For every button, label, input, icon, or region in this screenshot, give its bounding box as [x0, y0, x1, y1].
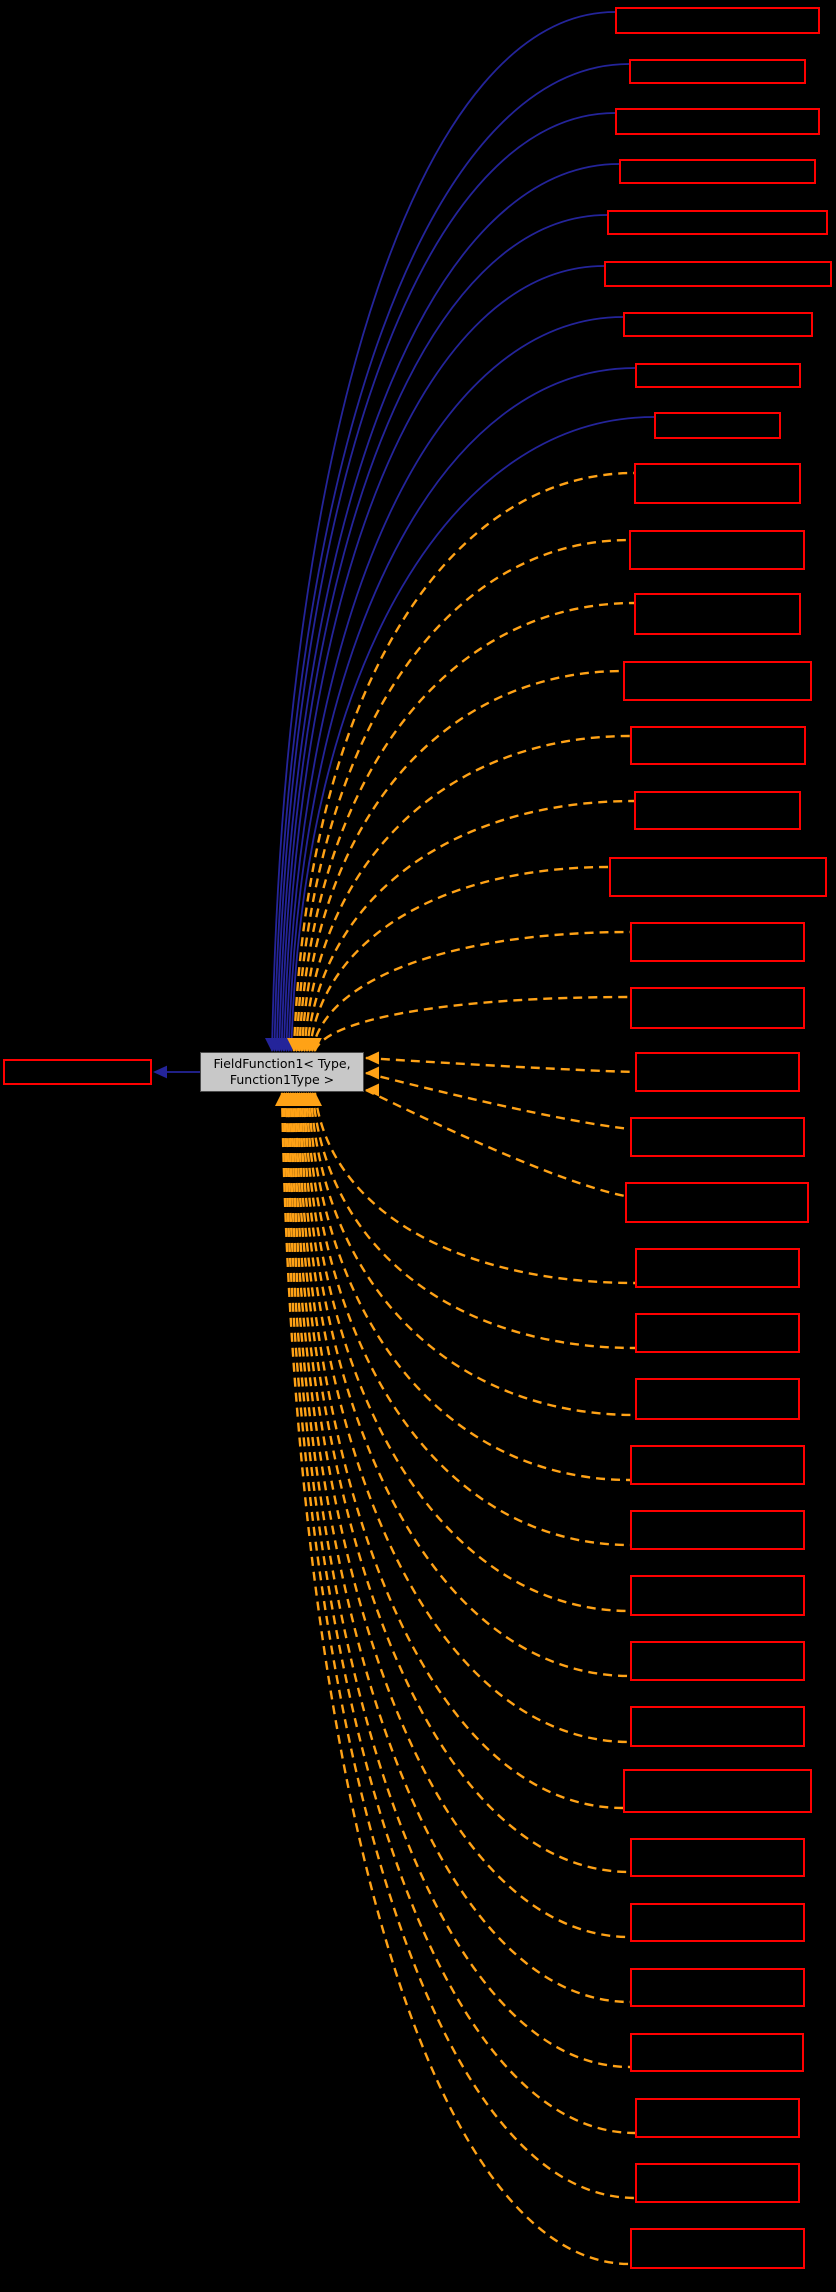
- usage-edge-27: [283, 1092, 636, 2200]
- related-class-node-11[interactable]: [629, 530, 805, 570]
- inheritance-edge-8: [287, 367, 636, 1052]
- usage-edge-26: [285, 1092, 636, 2135]
- related-class-node-7[interactable]: [623, 312, 813, 337]
- inheritance-edge-2: [273, 63, 630, 1052]
- related-class-node-22[interactable]: [635, 1248, 800, 1288]
- related-class-node-18[interactable]: [630, 987, 805, 1029]
- usage-edge-9: [313, 995, 631, 1052]
- related-class-node-21[interactable]: [625, 1182, 809, 1223]
- related-class-node-24[interactable]: [635, 1378, 800, 1420]
- related-class-node-1[interactable]: [615, 7, 820, 34]
- usage-edge-14: [311, 1092, 636, 1350]
- usage-edge-22: [294, 1092, 631, 1874]
- usage-edge-4: [300, 669, 624, 1052]
- related-class-node-14[interactable]: [630, 726, 806, 765]
- usage-edge-17: [305, 1092, 631, 1547]
- related-class-node-25[interactable]: [630, 1445, 805, 1485]
- related-class-node-5[interactable]: [607, 210, 828, 235]
- inheritance-edge-1: [271, 11, 616, 1052]
- related-class-node-13[interactable]: [623, 661, 812, 701]
- related-class-node-4[interactable]: [619, 159, 816, 184]
- related-class-node-17[interactable]: [630, 922, 805, 962]
- related-class-node-19[interactable]: [635, 1052, 800, 1092]
- usage-edge-15: [309, 1092, 636, 1417]
- arrowhead-usage-edge-11: [365, 1066, 379, 1080]
- related-class-node-6[interactable]: [604, 261, 832, 287]
- arrowhead-usage-edge-28: [275, 1092, 289, 1106]
- related-class-node-29[interactable]: [630, 1706, 805, 1747]
- related-class-node-37[interactable]: [630, 2228, 805, 2269]
- usage-edge-21: [296, 1092, 624, 1810]
- arrowhead-usage-edge-9: [307, 1038, 322, 1052]
- usage-edge-7: [308, 865, 610, 1052]
- usage-edge-23: [291, 1092, 631, 1939]
- inheritance-edge-7: [285, 316, 624, 1052]
- related-class-node-8[interactable]: [635, 363, 801, 388]
- usage-edge-1: [292, 471, 635, 1052]
- related-class-node-9[interactable]: [654, 412, 781, 439]
- usage-edge-2: [295, 538, 630, 1052]
- related-class-node-26[interactable]: [630, 1510, 805, 1550]
- base-class-node[interactable]: [3, 1059, 152, 1085]
- inheritance-edge-5: [280, 214, 608, 1052]
- inheritance-edge-3: [275, 112, 616, 1052]
- related-class-node-16[interactable]: [609, 857, 827, 897]
- usage-edge-12: [365, 1088, 626, 1198]
- central-class-label-line1: FieldFunction1< Type,: [213, 1056, 351, 1071]
- arrowhead-usage-edge-10: [365, 1051, 379, 1065]
- related-class-node-35[interactable]: [635, 2098, 800, 2138]
- related-class-node-31[interactable]: [630, 1838, 805, 1877]
- inheritance-edge-9: [290, 416, 655, 1052]
- related-class-node-36[interactable]: [635, 2163, 800, 2203]
- related-class-node-3[interactable]: [615, 108, 820, 135]
- related-class-node-30[interactable]: [623, 1769, 812, 1813]
- related-class-node-32[interactable]: [630, 1903, 805, 1942]
- usage-edge-13: [313, 1092, 636, 1285]
- usage-edge-10: [365, 1056, 636, 1074]
- inheritance-edge-6: [283, 265, 605, 1052]
- related-class-node-10[interactable]: [634, 463, 801, 504]
- related-class-node-12[interactable]: [634, 593, 801, 635]
- usage-edge-3: [298, 601, 635, 1052]
- arrowhead-left: [153, 1065, 167, 1079]
- related-class-node-34[interactable]: [630, 2033, 804, 2072]
- arrowhead-usage-edge-12: [365, 1083, 379, 1097]
- related-class-node-27[interactable]: [630, 1575, 805, 1616]
- usage-edge-19: [300, 1092, 631, 1678]
- usage-edge-16: [307, 1092, 631, 1482]
- related-class-node-20[interactable]: [630, 1117, 805, 1157]
- usage-edge-18: [302, 1092, 631, 1613]
- usage-edge-25: [287, 1092, 631, 2069]
- usage-edge-24: [289, 1092, 631, 2004]
- related-class-node-2[interactable]: [629, 59, 806, 84]
- related-class-node-33[interactable]: [630, 1968, 805, 2007]
- usage-edge-6: [305, 799, 635, 1052]
- usage-edge-28: [280, 1092, 631, 2266]
- inheritance-edge-4: [278, 163, 620, 1052]
- usage-edge-8: [311, 930, 631, 1052]
- central-class-node: FieldFunction1< Type, Function1Type >: [200, 1052, 364, 1092]
- central-class-label-line2: Function1Type >: [229, 1072, 335, 1087]
- usage-edge-5: [303, 734, 631, 1052]
- related-class-node-23[interactable]: [635, 1313, 800, 1353]
- related-class-node-15[interactable]: [634, 791, 801, 830]
- usage-edge-20: [298, 1092, 631, 1744]
- usage-edge-11: [365, 1071, 631, 1131]
- related-class-node-28[interactable]: [630, 1641, 805, 1681]
